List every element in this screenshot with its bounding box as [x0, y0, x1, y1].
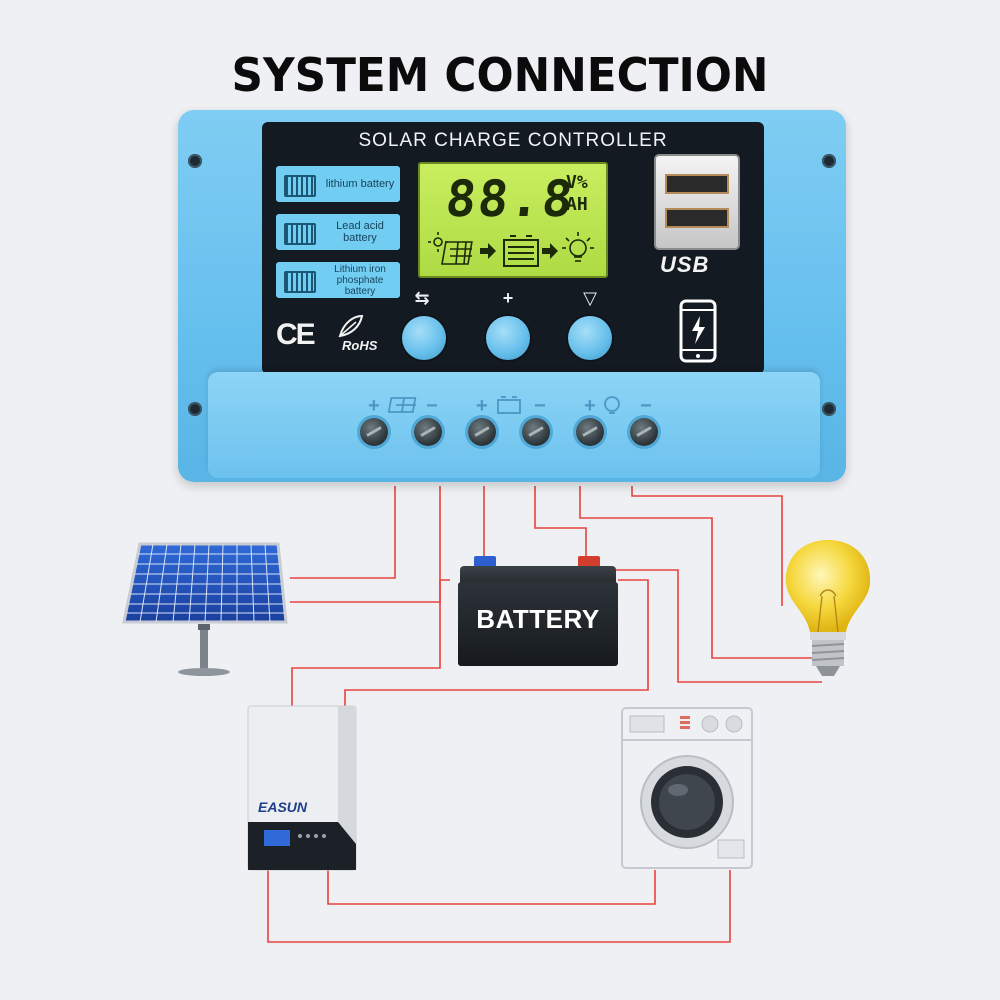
- wire-load-negative: [631, 486, 783, 606]
- battery-body: [458, 582, 618, 666]
- wire-washer-a: [327, 868, 656, 905]
- polarity-plus: +: [476, 395, 488, 417]
- mount-hole: [188, 402, 202, 416]
- usb-label: USB: [660, 252, 710, 277]
- battery-type-label: Lead acid battery: [336, 220, 384, 244]
- battery-terminal-icon: [497, 399, 521, 414]
- wire-load-negative-b: [600, 569, 822, 683]
- terminal-load-positive[interactable]: [576, 418, 604, 446]
- sun-icon: [428, 232, 448, 252]
- terminal-solar-negative[interactable]: [414, 418, 442, 446]
- usb-port[interactable]: [665, 174, 729, 194]
- battery-type-lifepo4: Lithium iron phosphate battery: [276, 262, 400, 298]
- terminal-load-negative[interactable]: [630, 418, 658, 446]
- ce-mark: CE: [276, 318, 316, 351]
- polarity-plus: +: [584, 395, 596, 417]
- battery-label: BATTERY: [476, 604, 600, 634]
- brand-label: EASUN: [258, 799, 308, 815]
- leaf-icon: [338, 314, 364, 338]
- lcd-digits: 88.8: [442, 170, 578, 228]
- inverter-icon: EASUN: [247, 705, 357, 871]
- wire-solar-negative: [290, 486, 441, 603]
- battery-icon: BATTERY: [458, 552, 618, 666]
- arrow-icon: [542, 243, 558, 259]
- battery-type-label: lithium battery: [325, 178, 395, 190]
- plus-button[interactable]: [486, 316, 530, 360]
- battery-type-lithium: lithium battery: [276, 166, 400, 202]
- wire-inverter-negative: [344, 579, 649, 708]
- plus-symbol: +: [502, 288, 514, 308]
- terminal-battery-positive[interactable]: [468, 418, 496, 446]
- usb-port[interactable]: [665, 208, 729, 228]
- menu-button[interactable]: [402, 316, 446, 360]
- mount-hole: [188, 154, 202, 168]
- polarity-minus: −: [426, 395, 438, 417]
- wire-washer-b: [267, 868, 731, 943]
- battery-cell-icon: [284, 175, 316, 197]
- polarity-plus: +: [368, 395, 380, 417]
- washing-machine-icon: [621, 707, 753, 869]
- polarity-minus: −: [534, 395, 546, 417]
- terminal-solar-positive[interactable]: [360, 418, 388, 446]
- mount-hole: [822, 154, 836, 168]
- wire-solar-positive: [290, 486, 396, 579]
- lcd-display: 88.8 V% AH: [418, 162, 608, 278]
- lcd-flow-icons: [428, 232, 594, 267]
- page-title: SYSTEM CONNECTION: [231, 48, 769, 102]
- bulb-icon: [785, 540, 871, 676]
- panel-title: SOLAR CHARGE CONTROLLER: [358, 130, 668, 151]
- mount-hole: [822, 402, 836, 416]
- terminal-block: [208, 372, 820, 478]
- wire-inverter-positive: [291, 579, 450, 708]
- polarity-minus: −: [640, 395, 652, 417]
- terminal-group-icons: [388, 396, 620, 414]
- load-terminal-icon: [604, 396, 620, 412]
- down-button[interactable]: [568, 316, 612, 360]
- wire-load-positive: [579, 486, 820, 659]
- battery-cell-icon: [284, 223, 316, 245]
- solar-charge-controller: SOLAR CHARGE CONTROLLER lithium battery …: [178, 110, 846, 482]
- wire-battery-negative: [534, 486, 587, 568]
- rohs-mark: RoHS: [342, 338, 378, 353]
- menu-symbol: ⇆: [414, 288, 430, 308]
- arrow-icon: [480, 243, 496, 259]
- battery-cell-icon: [284, 271, 316, 293]
- terminal-battery-negative[interactable]: [522, 418, 550, 446]
- phone-icon: [679, 299, 717, 363]
- solar-panel-icon: [122, 542, 288, 676]
- battery-top: [460, 566, 616, 586]
- battery-type-label: Lithium iron phosphate battery: [334, 263, 386, 297]
- front-panel: SOLAR CHARGE CONTROLLER lithium battery …: [262, 122, 764, 374]
- down-symbol: ▽: [583, 288, 597, 308]
- lamp-icon: [562, 232, 594, 262]
- usb-ports[interactable]: [654, 154, 740, 250]
- panel-icon: [441, 241, 473, 265]
- battery-level-icon: [503, 235, 539, 267]
- battery-type-lead-acid: Lead acid battery: [276, 214, 400, 250]
- lcd-unit-top: V%: [566, 172, 588, 193]
- lcd-unit-bottom: AH: [566, 194, 588, 215]
